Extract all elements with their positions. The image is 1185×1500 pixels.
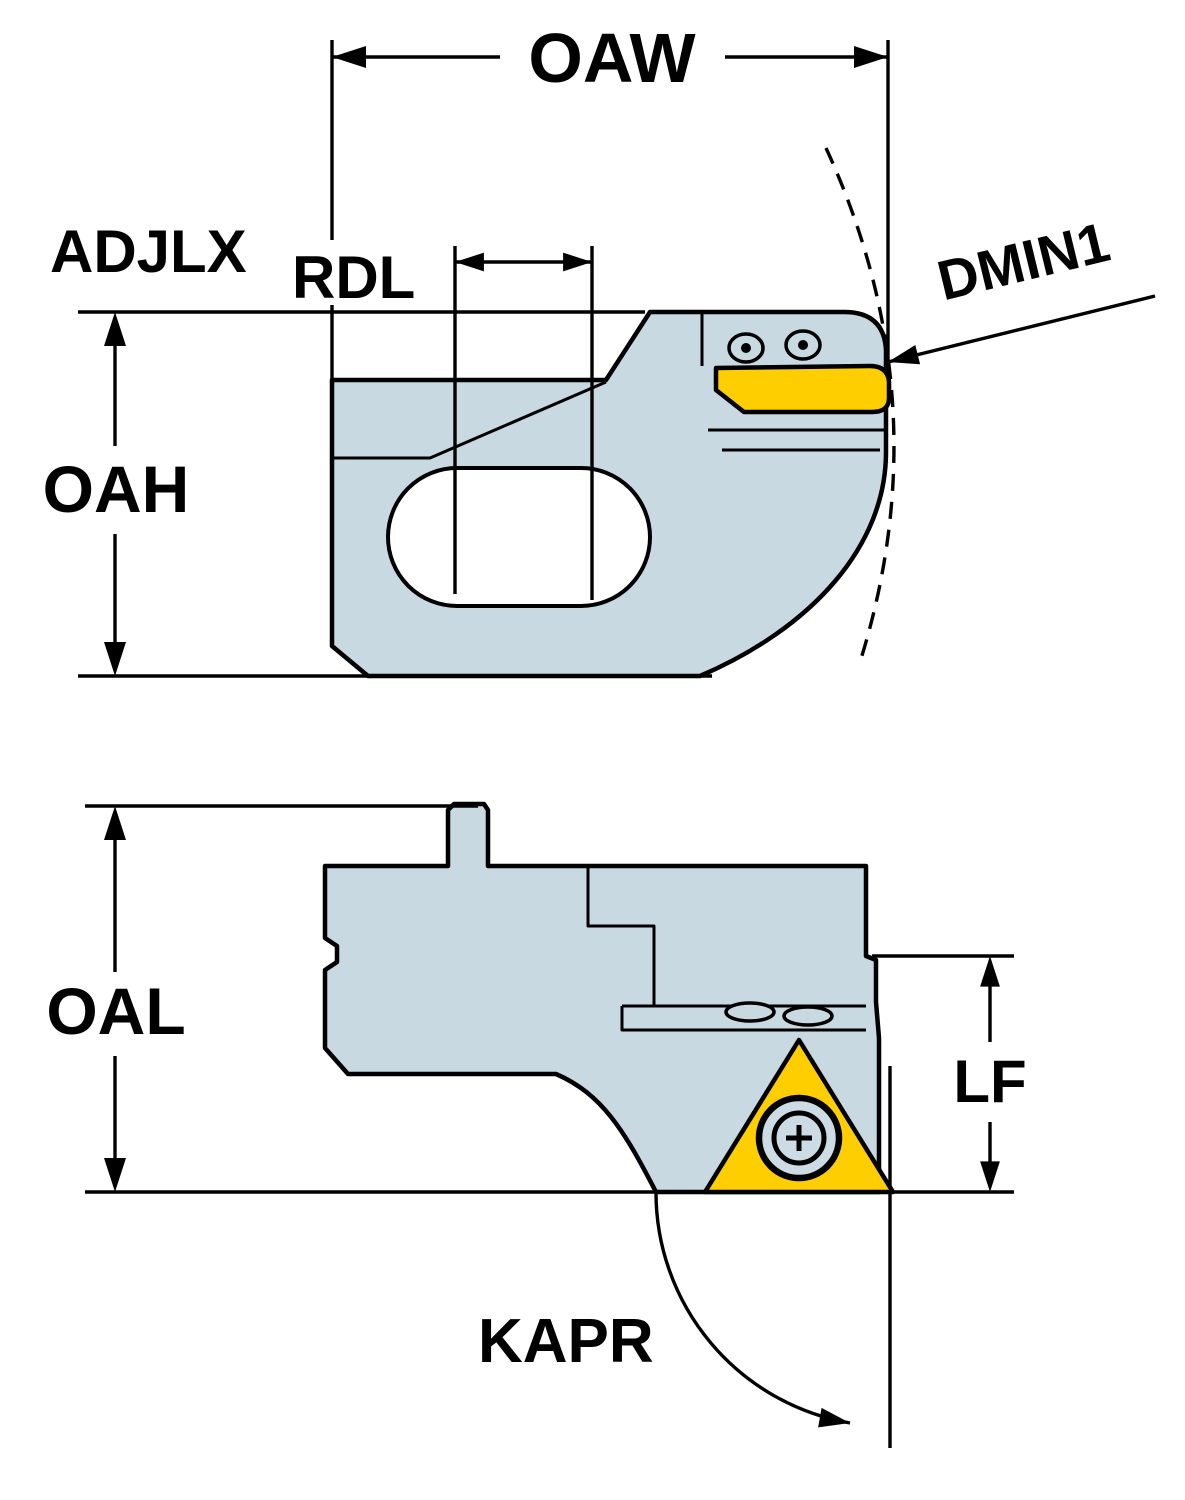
oal-arrowhead-bottom	[104, 1158, 126, 1192]
dmin1-callout: DMIN1	[885, 210, 1156, 372]
dmin1-leader-line	[887, 294, 1156, 364]
rdl-dimension: RDL	[292, 244, 594, 600]
oal-label: OAL	[46, 974, 185, 1048]
oaw-arrowhead-left	[332, 46, 366, 68]
lf-dimension: LF	[872, 954, 1027, 1192]
oah-dimension: OAH	[43, 310, 712, 678]
kapr-arrowhead	[818, 1407, 852, 1433]
insert-screw	[755, 1094, 843, 1182]
body-step-edge-side	[586, 866, 656, 1006]
oah-arrowhead-top	[104, 312, 126, 346]
lf-label: LF	[953, 1048, 1026, 1115]
clamp-screw-top-1	[727, 332, 765, 364]
workpiece-bore-arc	[824, 147, 896, 663]
clamp-screw-side-2	[782, 1005, 834, 1027]
kapr-angle: KAPR	[478, 1191, 852, 1433]
oal-arrowhead-top	[104, 806, 126, 840]
clamp-screw-side-1	[724, 1001, 776, 1023]
rdl-arrowhead-left	[455, 252, 484, 272]
tool-body-side-view	[322, 801, 882, 1195]
kapr-label: KAPR	[478, 1307, 654, 1376]
dmin1-label: DMIN1	[931, 210, 1115, 312]
pocket-ledge-edge-2	[620, 1006, 866, 1032]
cutting-insert-top-view	[713, 363, 892, 415]
side-view: OAL LF KAPR	[46, 801, 1027, 1448]
insert-screw-cross	[786, 1125, 812, 1151]
rdl-label: RDL	[292, 244, 415, 311]
oal-dimension: OAL	[46, 804, 1014, 1194]
mounting-slot	[386, 466, 652, 608]
insert-screw-socket	[771, 1110, 827, 1166]
kapr-arc	[654, 1191, 851, 1425]
oaw-label: OAW	[528, 19, 695, 97]
body-step-edge	[332, 380, 607, 460]
clamp-screw-top-2	[784, 329, 822, 361]
oah-arrowhead-bottom	[104, 642, 126, 676]
oah-label: OAH	[43, 452, 190, 526]
lf-arrowhead-bottom	[980, 1161, 1000, 1192]
rdl-arrowhead-right	[563, 252, 592, 272]
top-view: OAW ADJLX RDL OAH DMIN1	[43, 19, 1156, 679]
adjlx-label: ADJLX	[50, 218, 247, 285]
oaw-arrowhead-right	[854, 46, 888, 68]
oaw-dimension: OAW	[330, 19, 890, 380]
lf-arrowhead-top	[980, 956, 1000, 987]
